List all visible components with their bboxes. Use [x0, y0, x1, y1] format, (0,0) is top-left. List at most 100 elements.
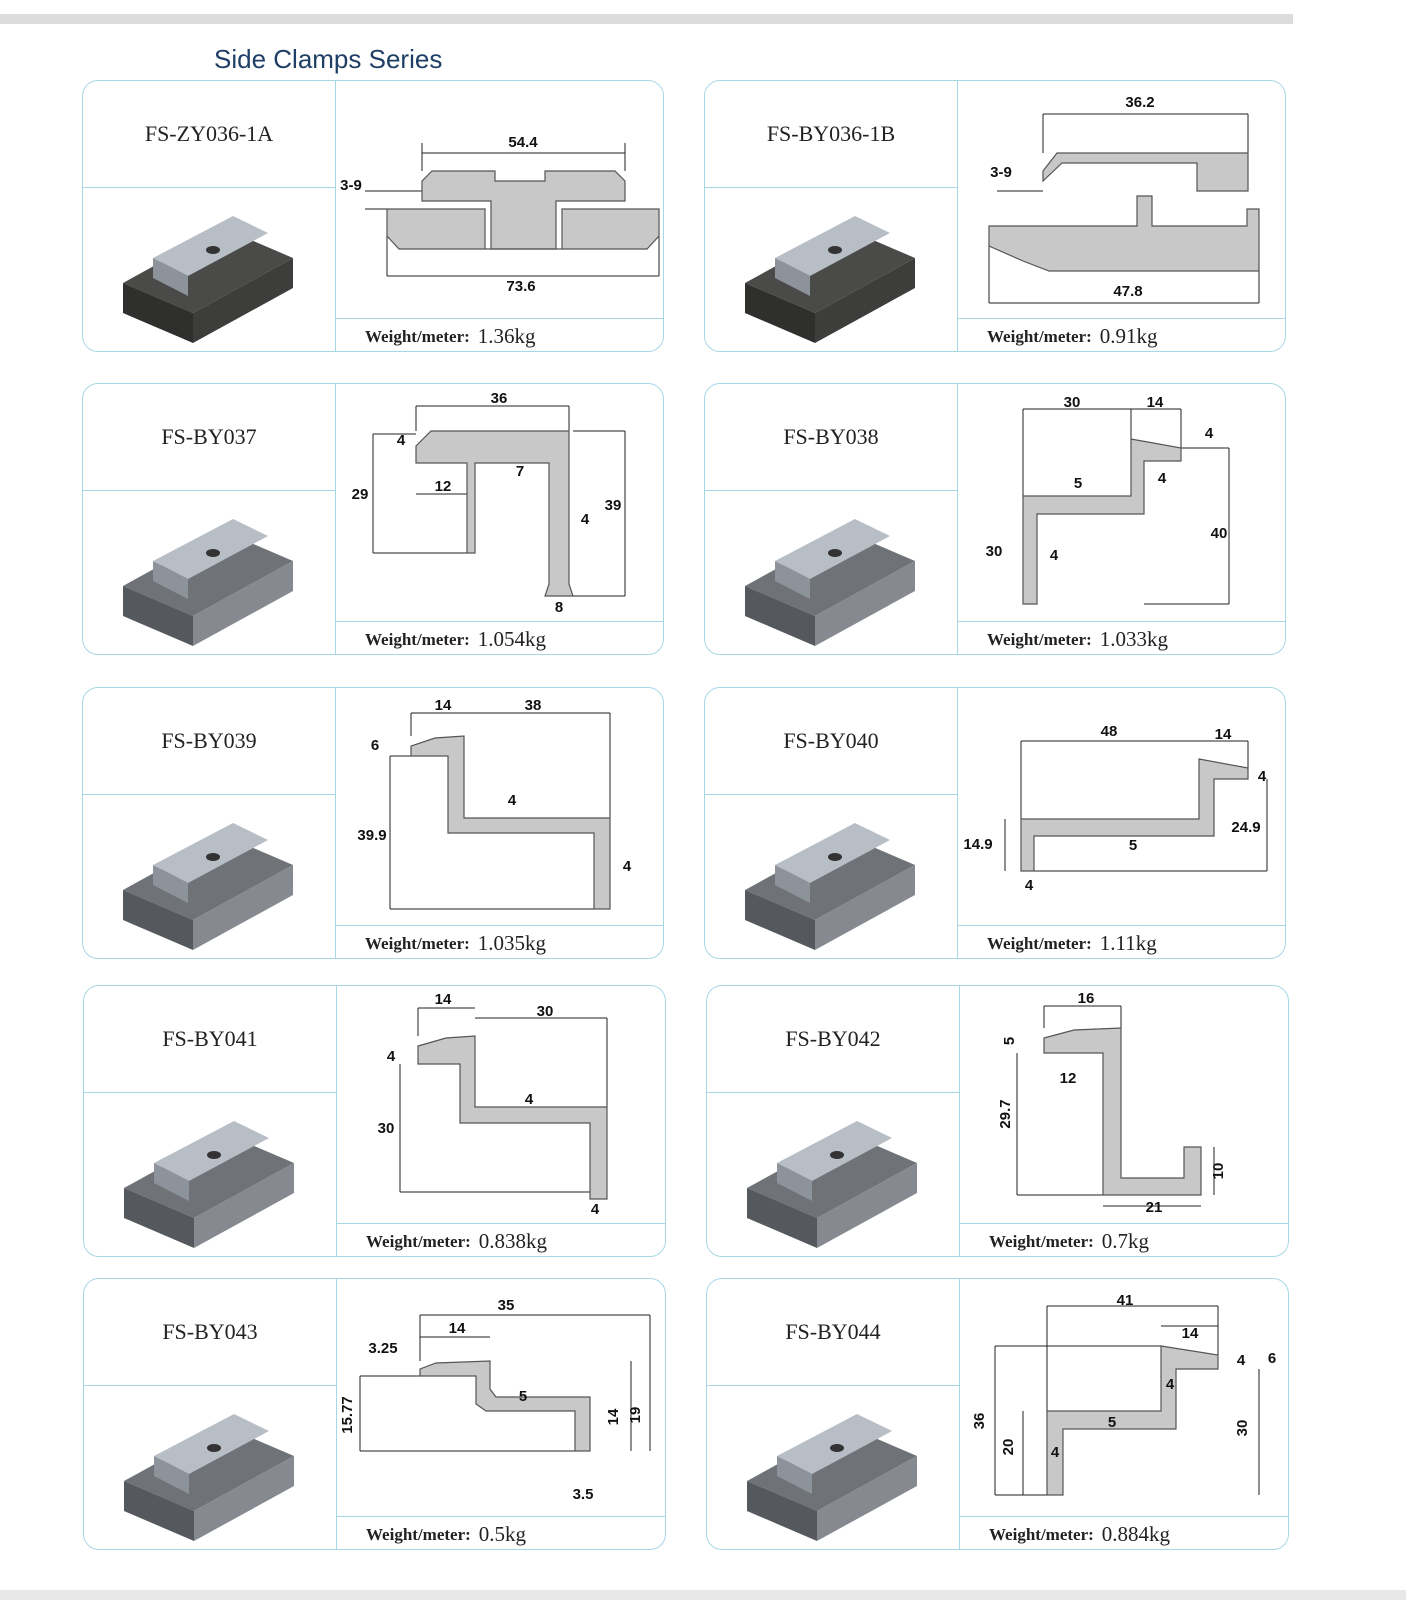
- product-model: FS-BY042: [707, 986, 959, 1093]
- dimension-label: 39: [605, 497, 622, 514]
- weight-label: Weight/meter:: [987, 326, 1092, 346]
- weight-value: 1.11kg: [1099, 931, 1157, 955]
- weight-value: 1.033kg: [1099, 627, 1169, 651]
- top-divider-bar: [0, 14, 1293, 24]
- product-render: [745, 823, 915, 950]
- dimension-label: 14.9: [963, 836, 992, 853]
- product-model: FS-BY043: [84, 1279, 336, 1386]
- weight-label: Weight/meter:: [987, 629, 1092, 649]
- profile-shape: [417, 1035, 608, 1200]
- weight-label: Weight/meter:: [989, 1231, 1094, 1251]
- dimension-label: 16: [1078, 990, 1095, 1007]
- product-info-column: FS-BY038: [705, 384, 958, 654]
- dimension-label: 14: [1215, 726, 1232, 743]
- dimension-label: 3-9: [990, 164, 1012, 181]
- dimension-label: 4: [591, 1201, 600, 1218]
- bolt-hole-icon: [828, 246, 842, 254]
- dimension-label: 41: [1117, 1292, 1134, 1309]
- page-title: Side Clamps Series: [214, 44, 443, 74]
- weight-value: 1.054kg: [477, 627, 547, 651]
- bolt-hole-icon: [207, 1151, 221, 1159]
- dimension-label: 30: [378, 1120, 395, 1137]
- product-render: [745, 216, 915, 343]
- product-render: [747, 1414, 917, 1541]
- bolt-hole-icon: [206, 549, 220, 557]
- dimension-label: 36.2: [1125, 94, 1154, 111]
- dimension-label: 4: [397, 432, 406, 449]
- weight-row: Weight/meter: 1.11kg: [957, 925, 1285, 958]
- dimension-label: 30: [986, 543, 1003, 560]
- dimension-label: 35: [498, 1297, 515, 1314]
- dimension-label: 10: [1210, 1163, 1227, 1180]
- product-render: [124, 1121, 294, 1248]
- dimension-label: 8: [555, 599, 563, 616]
- product-image: [83, 491, 335, 654]
- weight-value: 0.7kg: [1101, 1229, 1150, 1253]
- profile-shape: [1020, 758, 1249, 872]
- product-image: [705, 795, 957, 958]
- dimension-label: 20: [1000, 1439, 1017, 1456]
- product-image: [707, 1093, 959, 1256]
- product-image: [707, 1386, 959, 1549]
- weight-label: Weight/meter:: [365, 326, 470, 346]
- product-model: FS-BY037: [83, 384, 335, 491]
- dimension-label: 12: [1060, 1070, 1077, 1087]
- dimension-label: 38: [525, 697, 542, 714]
- dimension-label: 14: [435, 697, 452, 714]
- dimension-label: 30: [537, 1003, 554, 1020]
- weight-row: Weight/meter: 1.054kg: [335, 621, 663, 654]
- product-render: [123, 519, 293, 646]
- product-info-column: FS-ZY036-1A: [83, 81, 336, 351]
- dimension-label: 6: [371, 737, 379, 754]
- weight-row: Weight/meter: 0.7kg: [959, 1223, 1288, 1256]
- dimension-label: 14: [1147, 394, 1164, 411]
- product-model: FS-BY040: [705, 688, 957, 795]
- bolt-hole-icon: [830, 1151, 844, 1159]
- dimension-label: 30: [1234, 1420, 1251, 1437]
- dimension-label: 39.9: [357, 827, 386, 844]
- product-render: [747, 1121, 917, 1248]
- product-image: [705, 491, 957, 654]
- product-render: [745, 519, 915, 646]
- product-image: [83, 188, 335, 351]
- weight-label: Weight/meter:: [987, 933, 1092, 953]
- dimension-label: 5: [1129, 837, 1137, 854]
- dimension-label: 4: [581, 511, 590, 528]
- profile-shape: [1046, 1345, 1219, 1496]
- weight-row: Weight/meter: 1.033kg: [957, 621, 1285, 654]
- product-info-column: FS-BY044: [707, 1279, 960, 1549]
- bolt-hole-icon: [828, 549, 842, 557]
- product-info-column: FS-BY043: [84, 1279, 337, 1549]
- product-render: [124, 1414, 294, 1541]
- profile-shape: [988, 195, 1260, 272]
- weight-value: 0.838kg: [478, 1229, 548, 1253]
- product-info-column: FS-BY040: [705, 688, 958, 958]
- dimension-label: 4: [623, 858, 632, 875]
- product-info-column: FS-BY037: [83, 384, 336, 654]
- weight-label: Weight/meter:: [365, 933, 470, 953]
- dimension-label: 36: [491, 390, 508, 407]
- weight-label: Weight/meter:: [365, 629, 470, 649]
- dimension-label: 4: [1166, 1376, 1175, 1393]
- dimension-label: 12: [435, 478, 452, 495]
- dimension-label: 36: [971, 1413, 988, 1430]
- weight-row: Weight/meter: 1.36kg: [335, 318, 663, 351]
- weight-row: Weight/meter: 0.838kg: [336, 1223, 665, 1256]
- weight-value: 0.5kg: [478, 1522, 527, 1546]
- product-model: FS-BY041: [84, 986, 336, 1093]
- dimension-label: 5: [1074, 475, 1082, 492]
- bolt-hole-icon: [828, 853, 842, 861]
- dimension-label: 73.6: [506, 278, 535, 295]
